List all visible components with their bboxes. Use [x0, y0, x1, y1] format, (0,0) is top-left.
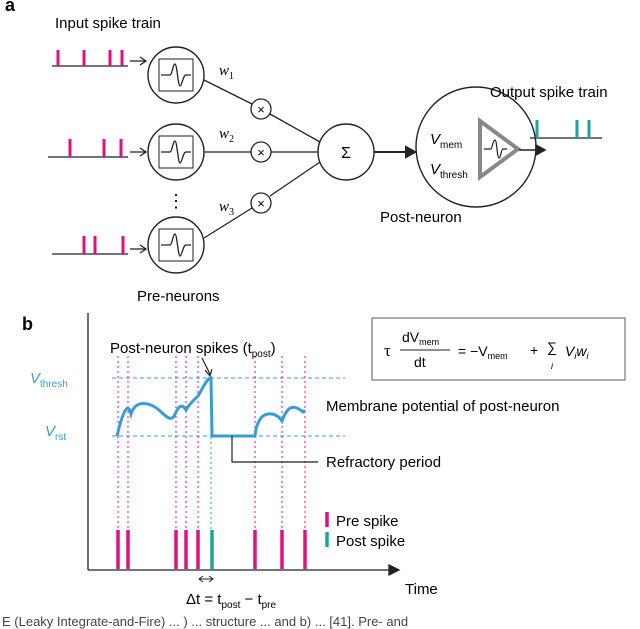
legend-post-label: Post spike: [336, 533, 405, 550]
delta-t-arrow: [198, 575, 214, 583]
spike-annotation-arrow: [201, 357, 213, 378]
svg-text:×: ×: [257, 145, 265, 160]
post-neuron: [415, 86, 537, 208]
post-vmem-label: Vmem: [430, 131, 462, 151]
output-spike-train-title: Output spike train: [490, 84, 608, 101]
weight-label-2: w2: [219, 126, 234, 145]
pre-neuron-1: [147, 46, 205, 104]
post-vthresh-label: Vthresh: [430, 161, 468, 181]
eq-plus: +: [530, 342, 538, 358]
vrst-axis-label: Vrst: [45, 423, 66, 443]
pre-neurons-label: Pre-neurons: [137, 288, 220, 305]
eq-sum: ∑: [547, 339, 557, 355]
panel-a-label: a: [5, 0, 16, 15]
refractory-callout-line: [231, 436, 318, 463]
svg-text:×: ×: [257, 196, 265, 211]
pre-neuron-3: [147, 216, 205, 274]
post-neuron-label: Post-neuron: [380, 209, 462, 226]
input-spike-train-title: Input spike train: [55, 15, 161, 32]
weight-label-3: w3: [219, 199, 234, 218]
eq-sum-index: i: [551, 361, 554, 371]
multiplier-1: ×: [250, 98, 272, 120]
weight-label-1: w1: [219, 63, 234, 82]
connection-lines: [203, 79, 321, 239]
pre-neuron-2: [147, 123, 205, 181]
summation-node: Σ: [317, 123, 375, 181]
time-axis: [88, 563, 401, 577]
eq-rhs: = −Vmem: [458, 343, 508, 361]
input-spike-train-3: [52, 236, 148, 255]
delta-t-formula: Δt = tpost − tpre: [186, 591, 277, 611]
pre-spike-raster: [116, 530, 307, 569]
membrane-potential-label: Membrane potential of post-neuron: [326, 398, 559, 415]
caption-fragment: E (Leaky Integrate-and-Fire) ... ) ... s…: [2, 614, 408, 629]
svg-text:Σ: Σ: [341, 145, 351, 162]
eq-denominator: dt: [414, 354, 426, 370]
multiplier-2: ×: [250, 141, 272, 163]
legend: Pre spike Post spike: [325, 512, 405, 550]
time-axis-label: Time: [405, 581, 438, 598]
input-spike-train-1: [52, 50, 148, 67]
input-spike-train-2: [48, 139, 148, 158]
membrane-potential-trace: [115, 376, 307, 438]
post-neuron-spikes-label: Post-neuron spikes (tpost): [110, 340, 276, 360]
legend-pre-label: Pre spike: [336, 513, 399, 530]
eq-numerator: dVmem: [402, 329, 439, 347]
output-spike-train: [519, 120, 602, 157]
refractory-period-label: Refractory period: [326, 454, 441, 471]
sum-to-post-arrow: [374, 145, 418, 159]
panel-b-label: b: [22, 314, 33, 334]
ellipsis-vertical: ⋮: [167, 191, 185, 211]
eq-term: Viwi: [565, 343, 589, 361]
svg-text:×: ×: [257, 102, 265, 117]
multiplier-3: ×: [250, 192, 272, 214]
lif-equation: τ dVmem dt = −Vmem + ∑ i Viwi: [371, 317, 626, 381]
pre-spike-guides: [117, 356, 306, 528]
vthresh-axis-label: Vthresh: [30, 370, 68, 390]
svg-text:τ: τ: [384, 341, 391, 360]
